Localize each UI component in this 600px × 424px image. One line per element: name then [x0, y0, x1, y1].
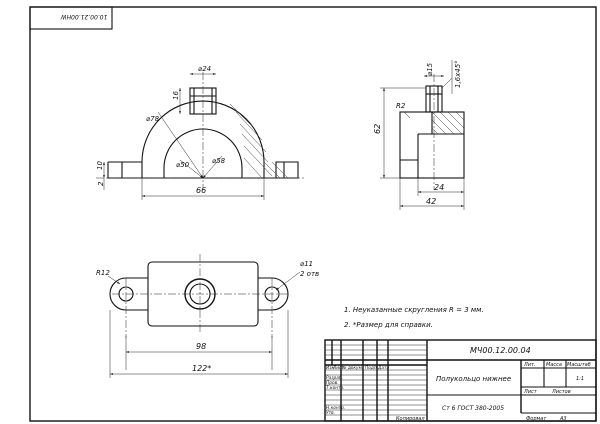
dim-side-d15: ⌀15: [426, 62, 434, 76]
dim-front-d50: ⌀50: [176, 161, 190, 169]
dim-side-chamfer: 1,6x45°: [454, 60, 462, 88]
tb-role-developer: Разраб.: [326, 375, 343, 381]
dim-front-d78: ⌀78: [146, 115, 160, 123]
tb-col-lit: Лит.: [523, 362, 536, 368]
dim-front-d58: ⌀58: [212, 157, 226, 165]
tb-role-checker: Пров.: [326, 380, 339, 386]
note-1: 1. Неуказанные скругления R = 3 мм.: [344, 306, 484, 314]
dim-top-holes: 2 отв: [300, 270, 319, 278]
tb-role-tcontrol: Т.контр.: [326, 385, 345, 391]
dim-front-2: 2: [97, 181, 105, 186]
tb-hdr-sign: Подп.: [365, 365, 378, 371]
dim-front-d24: ⌀24: [198, 65, 211, 73]
tb-format: А3: [559, 416, 567, 422]
dim-side-62: 62: [373, 124, 382, 134]
stamp-code: 10.00.21.00HW: [60, 13, 108, 20]
tb-sheet: Лист: [523, 389, 538, 395]
tb-hdr-izm: Изм: [326, 365, 335, 371]
tb-copied: Копировал: [396, 416, 425, 422]
tb-designation: МЧ00.12.00.04: [470, 346, 531, 355]
dim-top-r12: R12: [96, 269, 110, 277]
dim-front-10: 10: [96, 161, 104, 170]
tb-hdr-date: Дата: [377, 365, 389, 371]
dim-top-98: 98: [196, 342, 206, 351]
tb-col-mass: Масса: [546, 362, 562, 368]
note-2: 2. *Размер для справки.: [344, 321, 433, 329]
dim-side-24: 24: [434, 183, 444, 192]
stamp-box: [29, 6, 113, 30]
tb-role-ncontrol: Н.контр.: [326, 405, 345, 411]
top-view: [107, 254, 301, 378]
title-block: [324, 339, 597, 422]
side-view: [380, 60, 465, 210]
dim-top-122: 122*: [192, 364, 211, 373]
drawing-frame: [29, 6, 597, 422]
tb-material: Ст 6 ГОСТ 380-2005: [442, 405, 504, 412]
dim-front-66: 66: [196, 186, 206, 195]
tb-format-label: Формат: [526, 416, 547, 422]
dim-top-d11: ⌀11: [300, 260, 313, 268]
tb-role-approved: Утв.: [326, 410, 335, 416]
tb-hdr-list: Лист: [332, 365, 344, 371]
tb-name: Полукольцо нижнее: [436, 375, 511, 383]
tb-col-scale: Масштаб: [567, 362, 591, 368]
tb-scale: 1:1: [576, 376, 584, 382]
dim-front-16: 16: [172, 91, 180, 100]
tb-sheets: Листов: [551, 389, 571, 395]
dim-side-r2: R2: [396, 102, 406, 110]
front-view: [96, 72, 305, 200]
tb-hdr-doc: № докум.: [341, 365, 363, 371]
dim-side-42: 42: [426, 197, 436, 206]
